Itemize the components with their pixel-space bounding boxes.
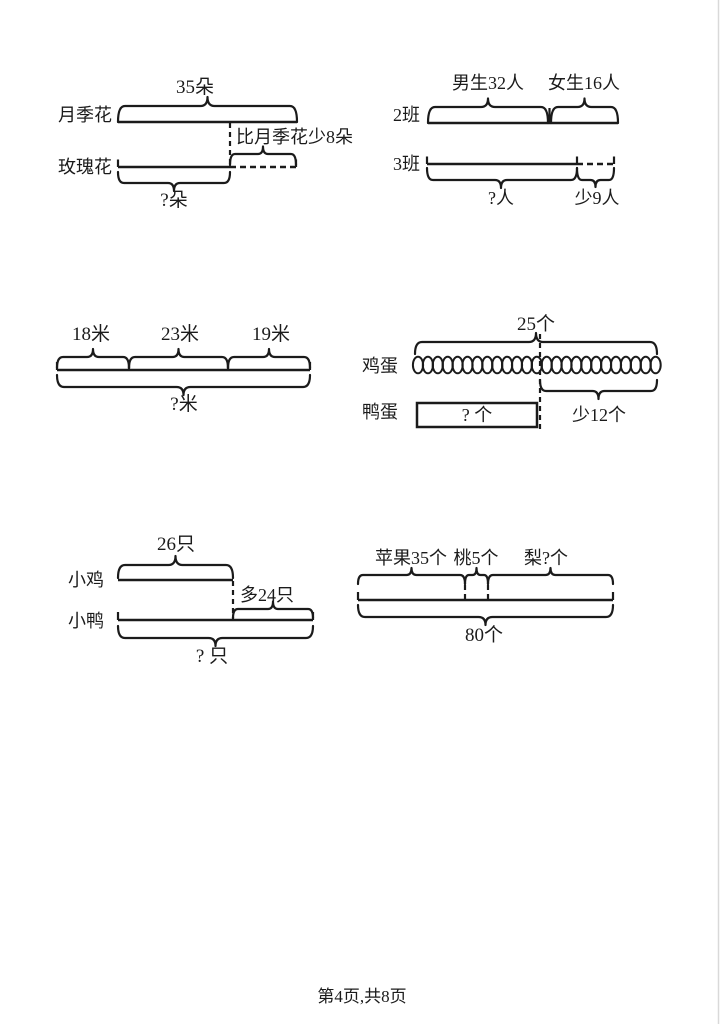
eggs-box-label: ? 个	[462, 405, 493, 425]
egg-icon	[629, 355, 642, 375]
meters-question-brace	[55, 373, 312, 397]
chicks-more-label: 多24只	[240, 585, 294, 605]
roses-question-brace	[116, 170, 232, 193]
chicks-total-brace	[116, 554, 235, 580]
eggs-row1-label: 鸡蛋	[362, 356, 398, 376]
meters-seg1-label: 18米	[72, 323, 110, 345]
egg-icon	[501, 355, 514, 375]
meters-seg2-label: 23米	[161, 323, 199, 345]
roses-difference-brace	[228, 145, 298, 167]
diagram-classes: 男生32人 女生16人 2班 3班 ?人 少9人	[393, 73, 620, 208]
egg-icon	[590, 355, 603, 375]
classes-less-brace	[575, 166, 616, 189]
fruits-apple-label: 苹果35个	[375, 548, 447, 568]
eggs-question-box	[415, 401, 539, 429]
classes-question-brace	[425, 166, 579, 190]
roses-row1-label: 月季花	[58, 105, 112, 125]
fruits-pear-label: 梨?个	[524, 548, 568, 568]
eggs-row2-label: 鸭蛋	[362, 402, 398, 422]
roses-total-brace	[116, 95, 299, 124]
eggs-less-label: 少12个	[572, 405, 626, 425]
meters-seg2-brace	[127, 347, 230, 370]
egg-row	[411, 355, 662, 375]
egg-icon	[411, 355, 425, 375]
egg-icon	[431, 355, 444, 375]
egg-icon	[471, 355, 484, 375]
fruits-total-label: 80个	[465, 624, 503, 646]
eggs-total-label: 25个	[517, 313, 555, 335]
egg-icon	[441, 355, 454, 375]
egg-icon	[520, 355, 534, 375]
meters-seg3-brace	[226, 347, 312, 370]
egg-icon	[580, 355, 593, 375]
classes-boys-brace	[426, 97, 550, 125]
diagram-roses: 35朵 月季花 比月季花少8朵 玫瑰花 ?朵	[58, 77, 353, 211]
classes-less-label: 少9人	[575, 188, 620, 208]
eggs-less-brace	[538, 378, 659, 401]
egg-icon	[639, 355, 652, 375]
egg-icon	[421, 355, 434, 375]
diagram-fruits: 苹果35个 桃5个 梨?个 80个	[356, 548, 615, 646]
page-number-footer: 第4页,共8页	[317, 987, 406, 1006]
classes-boys-label: 男生32人	[452, 73, 524, 93]
eggs-total-brace	[413, 331, 659, 356]
egg-icon	[619, 355, 633, 375]
roses-difference-label: 比月季花少8朵	[236, 127, 353, 147]
meters-seg3-label: 19米	[252, 323, 290, 345]
classes-girls-brace	[549, 97, 620, 125]
chicks-row1-label: 小鸡	[68, 570, 104, 590]
classes-row1-label: 2班	[393, 105, 420, 125]
roses-row2-label: 玫瑰花	[58, 157, 112, 177]
diagram-meters: 18米 23米 19米 ?米	[55, 323, 312, 415]
egg-icon	[481, 355, 494, 375]
chicks-question-brace	[116, 624, 315, 648]
egg-icon	[609, 355, 623, 375]
egg-icon	[491, 355, 504, 375]
egg-icon	[540, 355, 553, 375]
classes-question-label: ?人	[488, 188, 514, 208]
chicks-row2-label: 小鸭	[68, 611, 104, 631]
egg-icon	[600, 355, 613, 375]
diagram-chicks: 26只 小鸡 多24只 小鸭 ? 只	[68, 534, 315, 667]
fruits-peach-brace	[463, 566, 490, 586]
meters-question-label: ?米	[170, 393, 197, 415]
fruits-pear-brace	[486, 566, 615, 586]
roses-total-label: 35朵	[176, 77, 214, 98]
egg-icon	[461, 355, 474, 375]
egg-icon	[649, 355, 662, 375]
fruits-total-brace	[356, 603, 615, 627]
meters-seg1-brace	[55, 347, 131, 370]
diagram-eggs: 25个 鸡蛋 鸭蛋 ? 个 少12个	[362, 313, 662, 429]
egg-icon	[560, 355, 573, 375]
egg-icon	[550, 355, 563, 375]
egg-icon	[451, 355, 464, 375]
egg-icon	[510, 355, 524, 375]
fruits-peach-label: 桃5个	[454, 548, 499, 568]
chicks-more-brace	[231, 600, 315, 620]
fruits-apple-brace	[356, 566, 467, 586]
roses-question-label: ?朵	[160, 190, 187, 211]
classes-row2-label: 3班	[393, 154, 420, 174]
chicks-question-label: ? 只	[196, 646, 228, 667]
egg-icon	[570, 355, 583, 375]
chicks-total-label: 26只	[157, 534, 195, 555]
classes-girls-label: 女生16人	[548, 73, 620, 93]
